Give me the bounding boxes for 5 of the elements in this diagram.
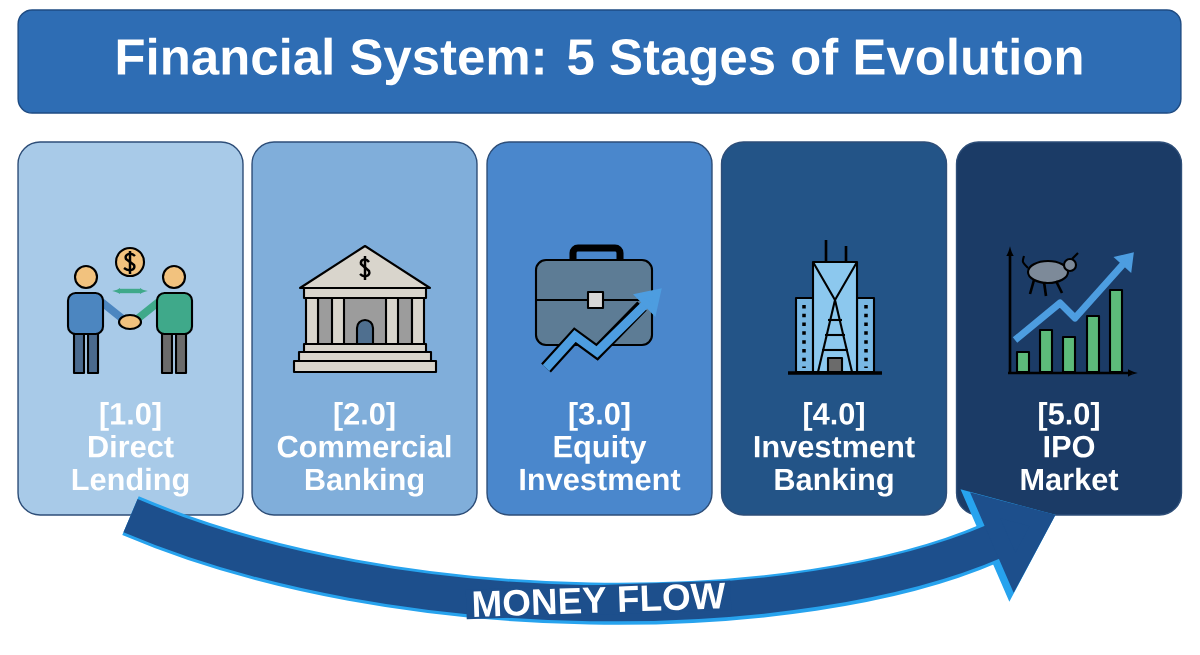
title-banner: Financial System: 5 Stages of Evolution — [17, 9, 1182, 114]
stage-card: [4.0] Investment Banking — [720, 141, 948, 516]
stage-card: [1.0] Direct Lending — [17, 141, 244, 516]
edge-label: MONEY FLOW — [465, 580, 732, 620]
stage-card: [5.0] IPO Market — [955, 141, 1183, 516]
